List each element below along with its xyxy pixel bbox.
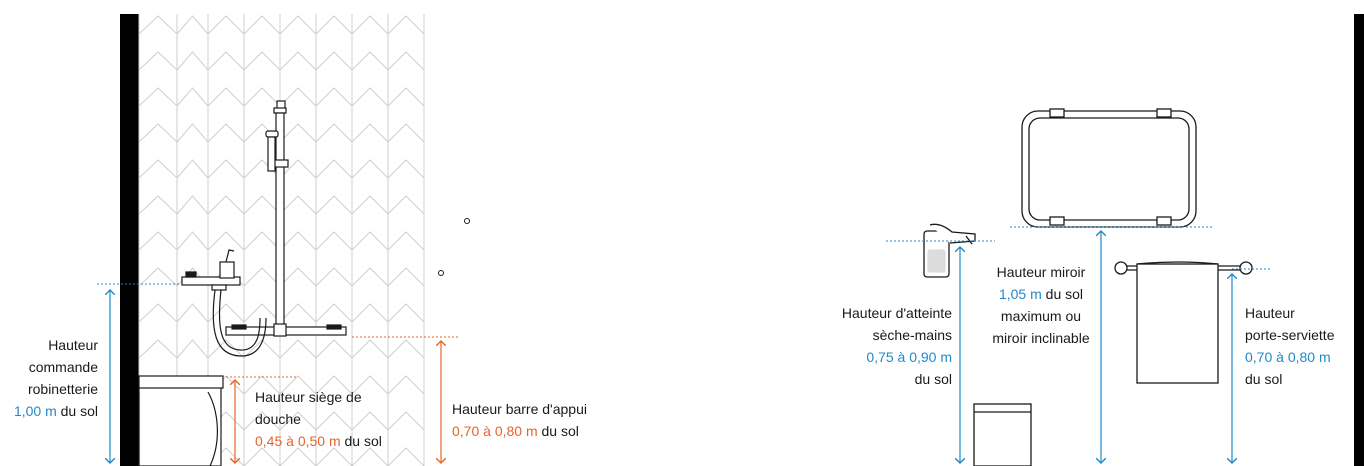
toilet-icon <box>138 375 224 466</box>
hand-dryer-icon <box>923 223 976 278</box>
label-line: Hauteur <box>1245 305 1295 321</box>
label-value-line: 0,45 à 0,50 m du sol <box>255 430 382 452</box>
wall-dot <box>438 270 444 276</box>
label-line: maximum ou <box>1000 308 1082 324</box>
label-line: Hauteur barre d'appui <box>452 401 587 417</box>
siege-label: Hauteur siège de douche 0,45 à 0,50 m du… <box>255 386 382 452</box>
label-line: miroir inclinable <box>992 330 1090 346</box>
label-line: Hauteur siège de <box>255 389 362 405</box>
suffix: du sol <box>1245 371 1283 387</box>
robinetterie-label: Hauteur commande robinetterie 1,00 m du … <box>14 334 98 422</box>
mirror-icon <box>1021 108 1197 228</box>
value: 1,05 m <box>998 286 1042 302</box>
suffix: du sol <box>56 403 98 419</box>
suffix: du sol <box>537 423 579 439</box>
label-value-line: 0,70 à 0,80 m du sol <box>452 420 587 442</box>
label-line: porte-serviette <box>1245 327 1335 343</box>
arrow-up-down-icon <box>110 231 1232 463</box>
suffix: du sol <box>1041 286 1084 302</box>
porte-serviette-label: Hauteur porte-serviette 0,70 à 0,80 m du… <box>1245 302 1334 390</box>
label-line: douche <box>255 411 301 427</box>
value: 0,75 à 0,90 m <box>866 349 952 365</box>
label-line: sèche-mains <box>872 327 952 343</box>
label-line: Hauteur miroir <box>996 264 1086 280</box>
wall-black-band-right <box>1354 14 1364 466</box>
label-line: robinetterie <box>27 381 98 397</box>
suffix: du sol <box>340 433 382 449</box>
wall-dot <box>464 218 470 224</box>
reference-lines <box>97 226 1272 378</box>
seche-mains-label: Hauteur d'atteinte sèche-mains 0,75 à 0,… <box>842 302 952 390</box>
value: 0,70 à 0,80 m <box>452 423 538 439</box>
towel-rail-icon <box>1114 261 1253 384</box>
label-value-line: 1,00 m du sol <box>14 400 98 422</box>
value: 1,00 m <box>13 403 57 419</box>
suffix: du sol <box>914 371 952 387</box>
barre-label: Hauteur barre d'appui 0,70 à 0,80 m du s… <box>452 398 587 442</box>
label-line: Hauteur <box>48 337 98 353</box>
label-value-line: 1,05 m du sol <box>980 283 1102 305</box>
shower-grab-bar-icon <box>225 100 347 337</box>
miroir-label: Hauteur miroir 1,05 m du sol maximum ou … <box>980 261 1102 349</box>
value: 0,45 à 0,50 m <box>255 433 341 449</box>
herringbone-tile-wall <box>138 14 425 466</box>
wall-black-band-left <box>120 14 139 466</box>
shower-head-icon <box>265 130 279 172</box>
label-line: commande <box>28 359 98 375</box>
value: 0,70 à 0,80 m <box>1245 349 1331 365</box>
shower-mixer-icon <box>181 249 267 357</box>
label-line: Hauteur d'atteinte <box>841 305 952 321</box>
waste-bin-icon <box>973 403 1032 466</box>
